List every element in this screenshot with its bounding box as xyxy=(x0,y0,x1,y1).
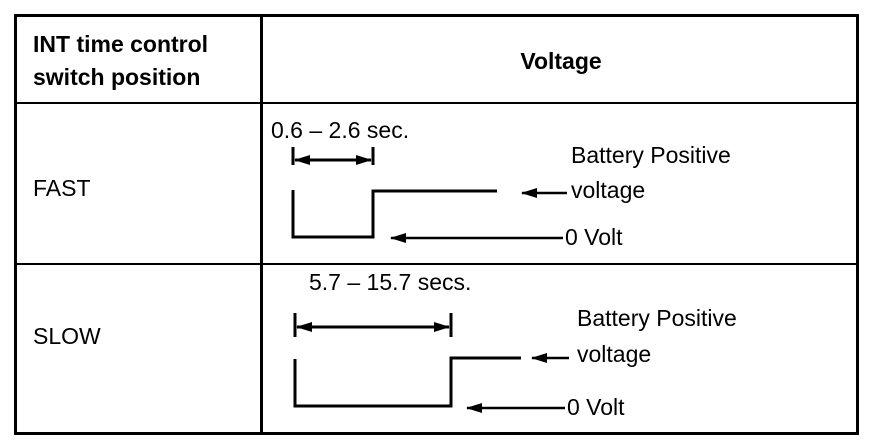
header-switch-position: INT time control switch position xyxy=(17,17,263,105)
row-divider xyxy=(17,263,856,265)
slow-battery-label-line2: voltage xyxy=(577,341,652,367)
fast-time-range: 0.6 – 2.6 sec. xyxy=(271,117,410,143)
fast-waveform xyxy=(291,147,567,243)
header-divider xyxy=(17,102,856,104)
row-label-slow: SLOW xyxy=(33,323,101,349)
intermittent-timing-table: INT time control switch position Voltage… xyxy=(14,14,859,435)
voltage-waveform-diagrams xyxy=(291,147,569,413)
header-voltage: Voltage xyxy=(520,47,602,74)
fast-battery-label-line2: voltage xyxy=(571,177,646,203)
column-divider xyxy=(260,17,263,432)
fast-zero-label: 0 Volt xyxy=(565,224,623,250)
header-switch-line1: INT time control xyxy=(33,31,209,57)
fast-pulse-line xyxy=(291,189,497,239)
slow-time-range: 5.7 – 15.7 secs. xyxy=(309,269,472,295)
header-switch-line2: switch position xyxy=(33,64,201,90)
row-label-fast: FAST xyxy=(33,175,91,201)
fast-battery-label-line1: Battery Positive xyxy=(571,142,731,168)
slow-waveform xyxy=(293,313,569,413)
slow-pulse-line xyxy=(293,356,521,408)
slow-zero-label: 0 Volt xyxy=(567,394,625,420)
slow-battery-label-line1: Battery Positive xyxy=(577,305,737,331)
